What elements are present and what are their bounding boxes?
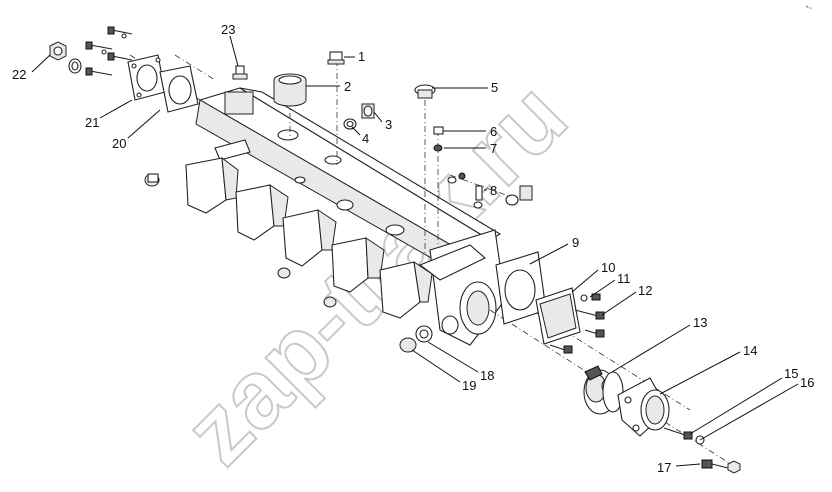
- part-13-thermostat: [583, 365, 624, 415]
- flange-bolts: [85, 26, 133, 76]
- part-7-seal: [433, 144, 443, 152]
- port-flange-3: [282, 208, 337, 267]
- part-6-plug: [433, 126, 444, 135]
- part-10-cover: [535, 287, 581, 345]
- part-11-bolt: [580, 293, 601, 302]
- port-flange-2: [235, 183, 289, 241]
- part-15-bolt: [663, 427, 693, 440]
- callout-21: 21: [85, 115, 99, 130]
- callout-labels: 1 2 3 4 5 6 7 8 9 10 11 12 13 14 15 16 1…: [12, 22, 814, 475]
- callout-4: 4: [362, 131, 369, 146]
- callout-1: 1: [358, 49, 365, 64]
- part-1-cap: [327, 51, 345, 65]
- part-4-washer: [343, 118, 357, 130]
- callout-20: 20: [112, 136, 126, 151]
- callout-10: 10: [601, 260, 615, 275]
- callout-5: 5: [491, 80, 498, 95]
- port-flange-1: [185, 156, 239, 214]
- part-12-bolts: [549, 309, 605, 354]
- callout-16: 16: [800, 375, 814, 390]
- manifold-body: [185, 87, 506, 346]
- callout-12: 12: [638, 283, 652, 298]
- callout-6: 6: [490, 124, 497, 139]
- callout-2: 2: [344, 79, 351, 94]
- lower-plug-a: [277, 267, 291, 279]
- part-18-washer: [415, 325, 433, 343]
- part-22-nut: [49, 41, 82, 74]
- callout-14: 14: [743, 343, 757, 358]
- callout-3: 3: [385, 117, 392, 132]
- fitting-chain: [447, 172, 533, 209]
- part-2-sleeve: [273, 73, 307, 107]
- callout-19: 19: [462, 378, 476, 393]
- part-14-outlet: [617, 377, 670, 437]
- corner-mark: *~: [806, 6, 812, 12]
- part-5-plug: [414, 84, 436, 99]
- part-8-pin: [475, 185, 483, 201]
- part-17-bolt: [701, 459, 741, 474]
- side-plug: [144, 173, 160, 187]
- callout-8: 8: [490, 183, 497, 198]
- callout-17: 17: [657, 460, 671, 475]
- callout-18: 18: [480, 368, 494, 383]
- port-flange-5: [379, 260, 433, 319]
- part-20-gasket: [159, 65, 199, 113]
- port-flange-4: [331, 237, 385, 293]
- callout-13: 13: [693, 315, 707, 330]
- lower-plug-b: [323, 296, 337, 308]
- callout-23: 23: [221, 22, 235, 37]
- callout-7: 7: [490, 141, 497, 156]
- callout-15: 15: [784, 366, 798, 381]
- leader-lines: [31, 35, 799, 467]
- part-23-stud: [232, 65, 248, 80]
- callout-22: 22: [12, 67, 26, 82]
- callout-9: 9: [572, 235, 579, 250]
- part-19-nut: [399, 337, 417, 353]
- part-21-cover-plate: [127, 54, 166, 101]
- part-9-gasket: [495, 251, 547, 325]
- part-3-fitting: [361, 103, 375, 119]
- callout-11: 11: [617, 271, 631, 286]
